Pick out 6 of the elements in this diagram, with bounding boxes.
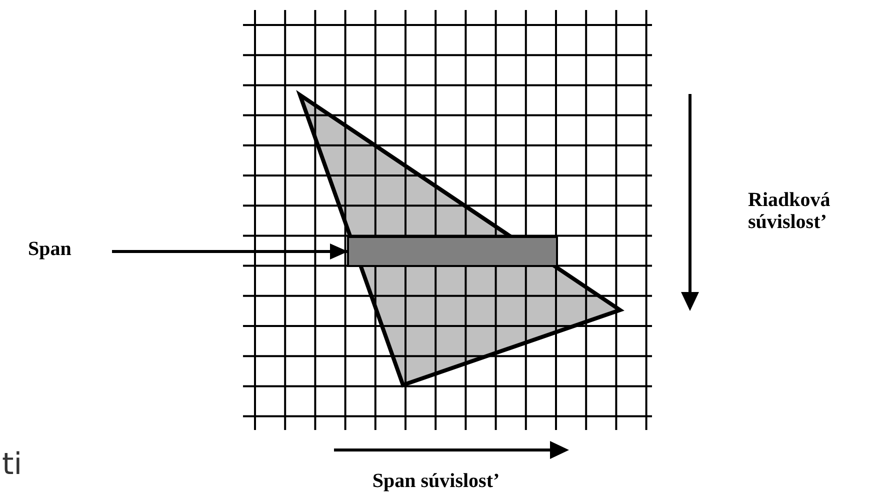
partial-text: ti [2,447,22,483]
arrow [112,244,348,260]
span-label: Span [28,238,88,264]
span-bar [347,236,558,267]
direction-label: Span súvislost’ [371,470,501,492]
direction-label: Riadková súvislost’ [748,189,832,233]
